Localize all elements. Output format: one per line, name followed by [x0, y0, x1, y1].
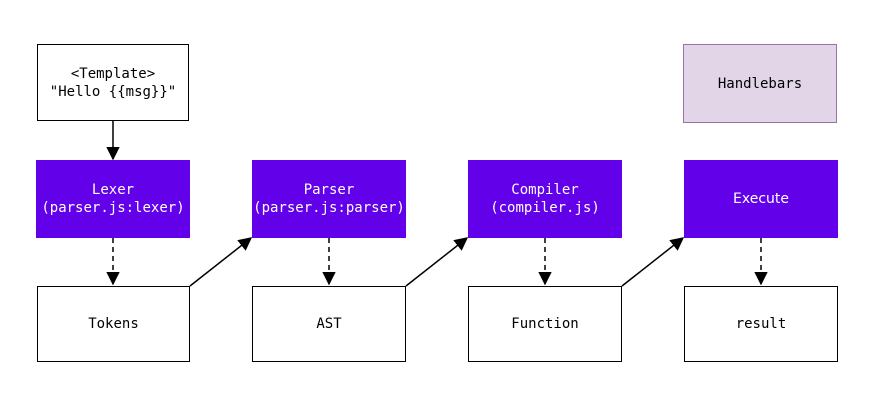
function-node: Function	[468, 286, 622, 362]
lexer-title: Lexer	[91, 182, 135, 198]
compiler-stage: Compiler (compiler.js)	[468, 160, 622, 238]
compiler-subtitle: (compiler.js)	[490, 200, 600, 216]
handlebars-legend-label: Handlebars	[717, 75, 803, 92]
template-tag-label: <Template>	[70, 65, 156, 82]
result-node: result	[684, 286, 838, 362]
function-label: Function	[511, 316, 579, 332]
edge-function-to-execute	[621, 237, 685, 287]
lexer-subtitle: (parser.js:lexer)	[41, 200, 185, 216]
execute-stage: Execute	[684, 160, 838, 238]
template-source-label: "Hello {{msg}}"	[49, 83, 177, 100]
tokens-node: Tokens	[37, 286, 190, 362]
edge-tokens-to-parser	[189, 237, 253, 287]
edge-ast-to-compiler	[405, 237, 469, 287]
tokens-label: Tokens	[88, 316, 139, 332]
parser-title: Parser	[303, 182, 355, 198]
compiler-title: Compiler	[511, 182, 579, 198]
parser-subtitle: (parser.js:parser)	[253, 200, 405, 216]
handlebars-legend: Handlebars	[683, 44, 837, 123]
lexer-stage: Lexer (parser.js:lexer)	[36, 160, 190, 238]
parser-stage: Parser (parser.js:parser)	[252, 160, 406, 238]
template-node: <Template> "Hello {{msg}}"	[37, 44, 189, 121]
ast-label: AST	[316, 316, 342, 332]
result-label: result	[735, 316, 787, 332]
execute-title: Execute	[733, 191, 789, 207]
ast-node: AST	[252, 286, 406, 362]
